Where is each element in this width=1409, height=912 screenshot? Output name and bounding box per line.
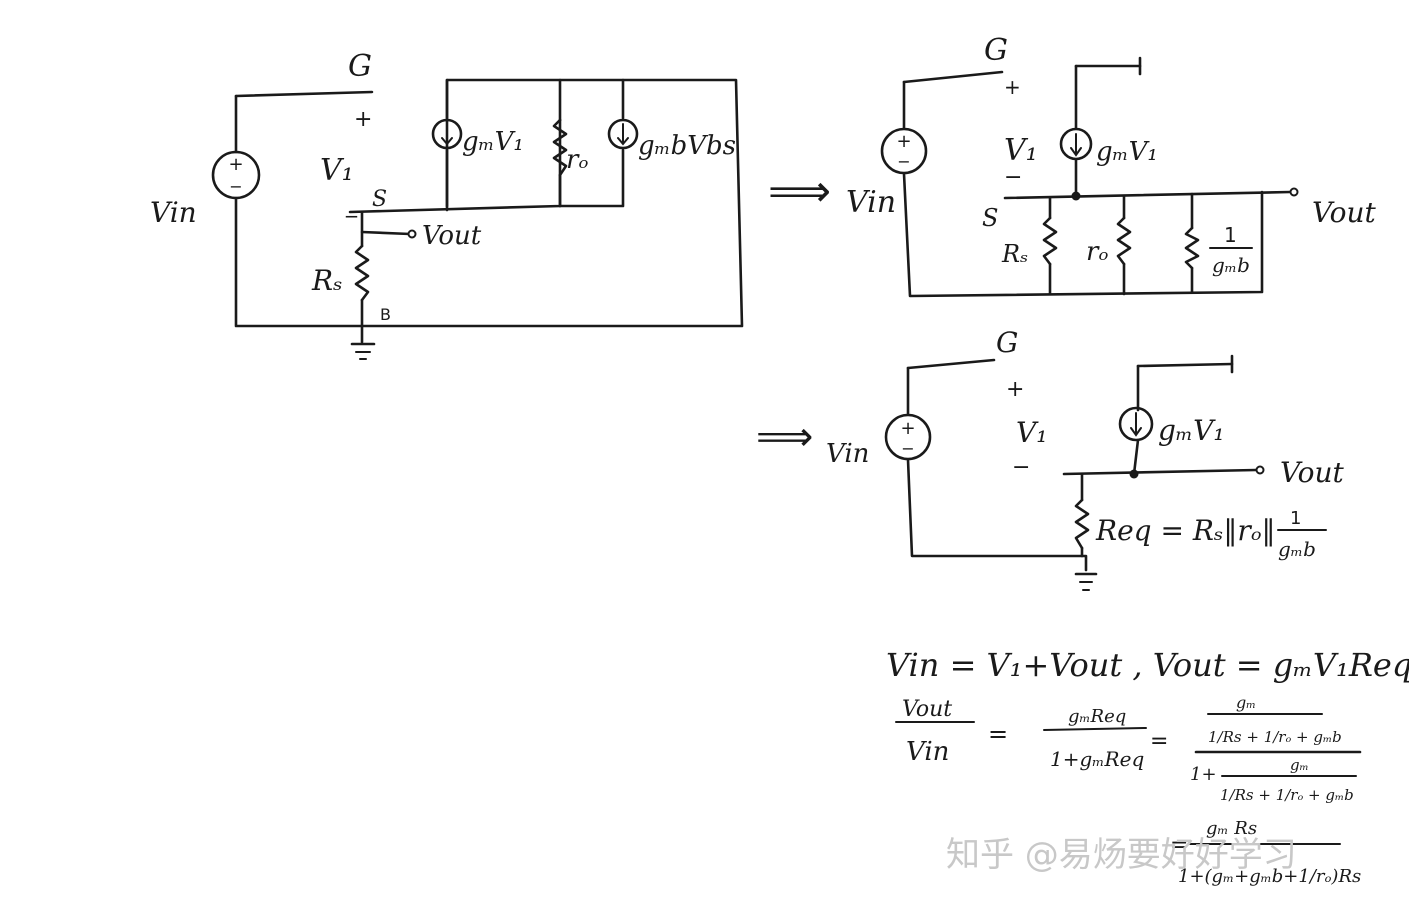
svg-text:+: + <box>896 131 911 152</box>
voltage-source-icon: + − <box>884 413 932 461</box>
node-s-label: S <box>372 187 387 212</box>
fraction-2-numerator-top: gₘ <box>1236 693 1256 712</box>
gmb-fraction-numerator: 1 <box>1224 223 1237 247</box>
equations: Vin = V₁+Vout , Vout = gₘV₁Req Vout Vin … <box>886 646 1409 887</box>
node-g-label: G <box>348 49 372 84</box>
implies-arrow-icon: ⟹ <box>768 166 831 217</box>
node-s-label: S <box>982 204 998 232</box>
v1-minus-label: − <box>1004 165 1022 190</box>
v1-plus-label: + <box>1004 75 1021 99</box>
svg-text:−: − <box>229 177 242 196</box>
v1-minus-label: _ <box>345 193 358 218</box>
vout-label: Vout <box>422 221 482 251</box>
fraction-2-denominator-inner-bottom: 1/Rs + 1/rₒ + gₘb <box>1220 786 1354 804</box>
ro-label: rₒ <box>566 145 588 175</box>
fraction-3-numerator: gₘ Rs <box>1206 818 1257 839</box>
equation-line-1: Vin = V₁+Vout , Vout = gₘV₁Req <box>886 646 1409 684</box>
gmb-fraction-denominator: gₘb <box>1212 253 1250 277</box>
current-source-icon <box>431 118 463 150</box>
rs-label: Rₛ <box>1001 240 1028 268</box>
ro-label: rₒ <box>1086 237 1108 267</box>
gm-v1-label: gₘV₁ <box>462 127 524 157</box>
circuit-1: + − G + V₁ S _ Vin gₘV₁ rₒ gₘbVbs Vout R… <box>150 49 744 360</box>
ground-icon <box>1074 572 1098 591</box>
gmb-vbs-label: gₘbVbs <box>638 131 736 161</box>
fraction-2-denominator-inner-top: gₘ <box>1290 756 1309 774</box>
voltage-source-icon: + − <box>880 127 928 175</box>
resistor-icon <box>1042 216 1058 266</box>
svg-text:−: − <box>897 152 910 171</box>
ratio-numerator: Vout <box>902 697 952 722</box>
gm-v1-label: gₘV₁ <box>1096 137 1158 167</box>
v1-plus-label: + <box>1006 377 1024 402</box>
voltage-source-icon: + − <box>211 150 261 200</box>
resistor-icon <box>1074 498 1090 550</box>
circuit-2: + − G + V₁ − S Vin gₘV₁ Vout Rₛ rₒ 1 gₘb <box>846 33 1377 298</box>
ground-icon <box>350 342 376 360</box>
fraction-1-numerator: gₘReq <box>1068 706 1126 727</box>
vout-terminal-icon <box>1255 465 1265 475</box>
svg-text:−: − <box>901 439 914 458</box>
watermark: 知乎 @易炀要好好学习 <box>946 835 1297 875</box>
fraction-2-numerator-bottom: 1/Rs + 1/rₒ + gₘb <box>1208 728 1342 746</box>
vout-label: Vout <box>1312 196 1377 229</box>
resistor-icon <box>552 118 568 177</box>
vout-terminal-icon <box>1289 187 1299 197</box>
vin-label: Vin <box>846 185 896 220</box>
fraction-3-denominator: 1+(gₘ+gₘb+1/rₒ)Rs <box>1178 866 1361 887</box>
req-label: Req = Rₛ‖rₒ‖ <box>1095 514 1276 547</box>
vout-label: Vout <box>1280 456 1345 489</box>
current-source-icon <box>1059 127 1093 161</box>
v1-plus-label: + <box>354 107 372 132</box>
vin-label: Vin <box>826 439 869 469</box>
fraction-2-denominator-prefix: 1+ <box>1190 764 1217 785</box>
svg-text:+: + <box>900 418 915 439</box>
rs-label: Rₛ <box>311 264 343 297</box>
resistor-icon <box>1184 226 1200 270</box>
svg-text:+: + <box>228 154 243 175</box>
resistor-icon <box>1116 216 1132 266</box>
node-g-label: G <box>996 326 1018 359</box>
circuit-3: + − G + V₁ − Vin gₘV₁ Vout Req = Rₛ‖rₒ‖ … <box>826 326 1345 591</box>
req-fraction-denominator: gₘb <box>1278 537 1316 561</box>
node-g-label: G <box>984 33 1008 68</box>
req-fraction-numerator: 1 <box>1290 508 1301 529</box>
equals-sign: = <box>1150 729 1168 754</box>
vin-label: Vin <box>150 196 197 229</box>
v1-label: V₁ <box>320 153 354 188</box>
v1-label: V₁ <box>1016 416 1047 449</box>
vout-terminal-icon <box>407 229 417 239</box>
equals-sign: = <box>1170 833 1188 858</box>
current-source-icon <box>1118 406 1154 442</box>
gm-v1-label: gₘV₁ <box>1158 414 1225 447</box>
equals-sign: = <box>988 720 1008 748</box>
implies-arrow-icon: ⟹ <box>756 414 813 460</box>
fraction-1-denominator: 1+gₘReq <box>1050 747 1144 771</box>
v1-minus-label: − <box>1012 455 1030 480</box>
resistor-icon <box>354 244 370 302</box>
node-b-label: B <box>380 305 391 324</box>
ratio-denominator: Vin <box>906 737 949 767</box>
current-source-icon <box>607 118 639 150</box>
v1-label: V₁ <box>1004 133 1038 168</box>
